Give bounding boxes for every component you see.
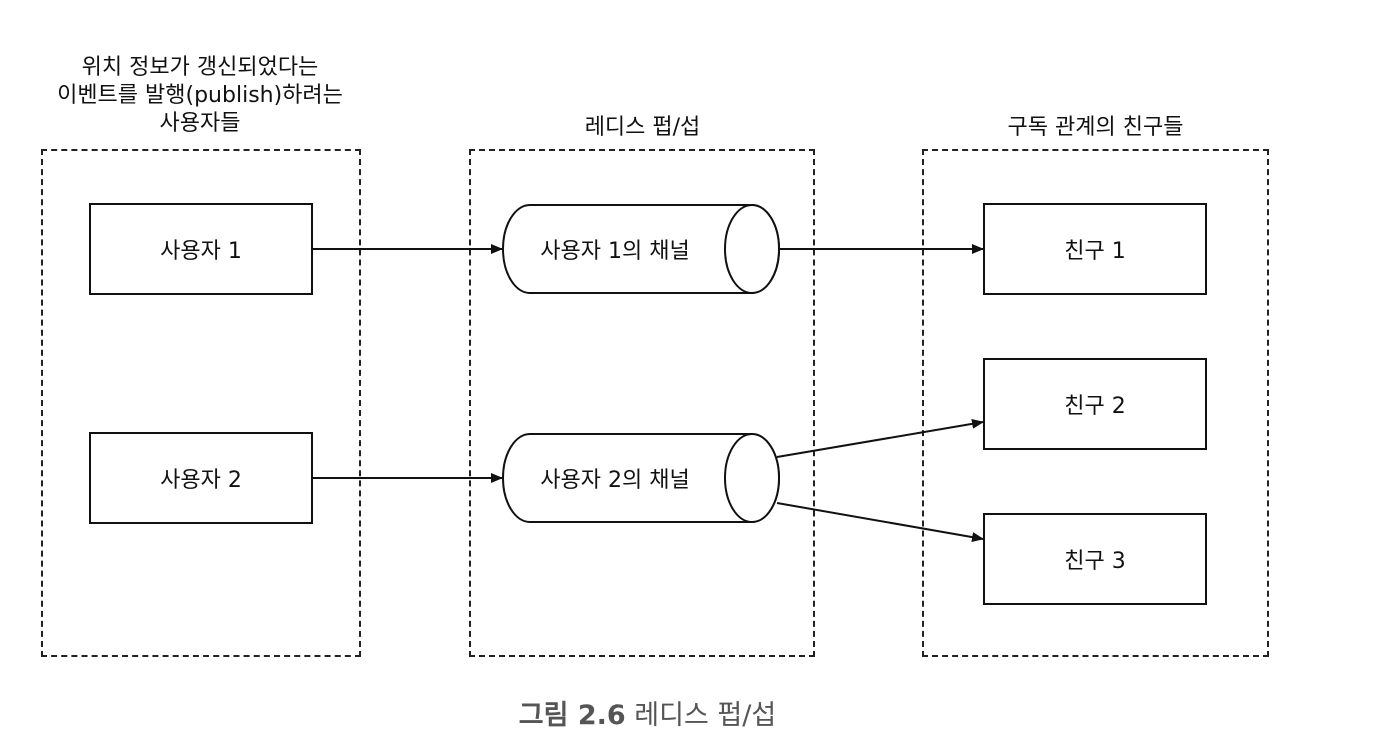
friend-2-box: 친구 2 <box>983 358 1207 450</box>
arrow-channel2-to-friend3 <box>776 502 984 543</box>
publisher-user-1: 사용자 1 <box>89 203 313 295</box>
figure-caption-text: 레디스 펍/섭 <box>625 700 777 731</box>
friend-3-box: 친구 3 <box>983 513 1207 605</box>
channel-label-2: 사용자 2의 채널 <box>540 468 690 493</box>
publishers-group <box>41 149 361 657</box>
subscribers-group <box>922 149 1269 657</box>
figure-number: 그림 2.6 <box>518 700 626 731</box>
figure-caption: 그림 2.6 레디스 펍/섭 <box>0 693 1295 732</box>
publishers-group-title: 위치 정보가 갱신되었다는 이벤트를 발행(publish)하려는 사용자들 <box>57 55 343 136</box>
redis-group-title: 레디스 펍/섭 <box>584 115 701 140</box>
subscribers-group-title: 구독 관계의 친구들 <box>1007 115 1184 140</box>
redis-pubsub-group <box>469 149 815 657</box>
publisher-user-2: 사용자 2 <box>89 432 313 524</box>
arrow-channel2-to-friend2 <box>776 418 984 458</box>
channel-cylinder-1 <box>502 204 780 294</box>
channel-label-1: 사용자 1의 채널 <box>540 239 690 264</box>
friend-1-box: 친구 1 <box>983 203 1207 295</box>
channel-cylinder-2 <box>502 433 780 523</box>
